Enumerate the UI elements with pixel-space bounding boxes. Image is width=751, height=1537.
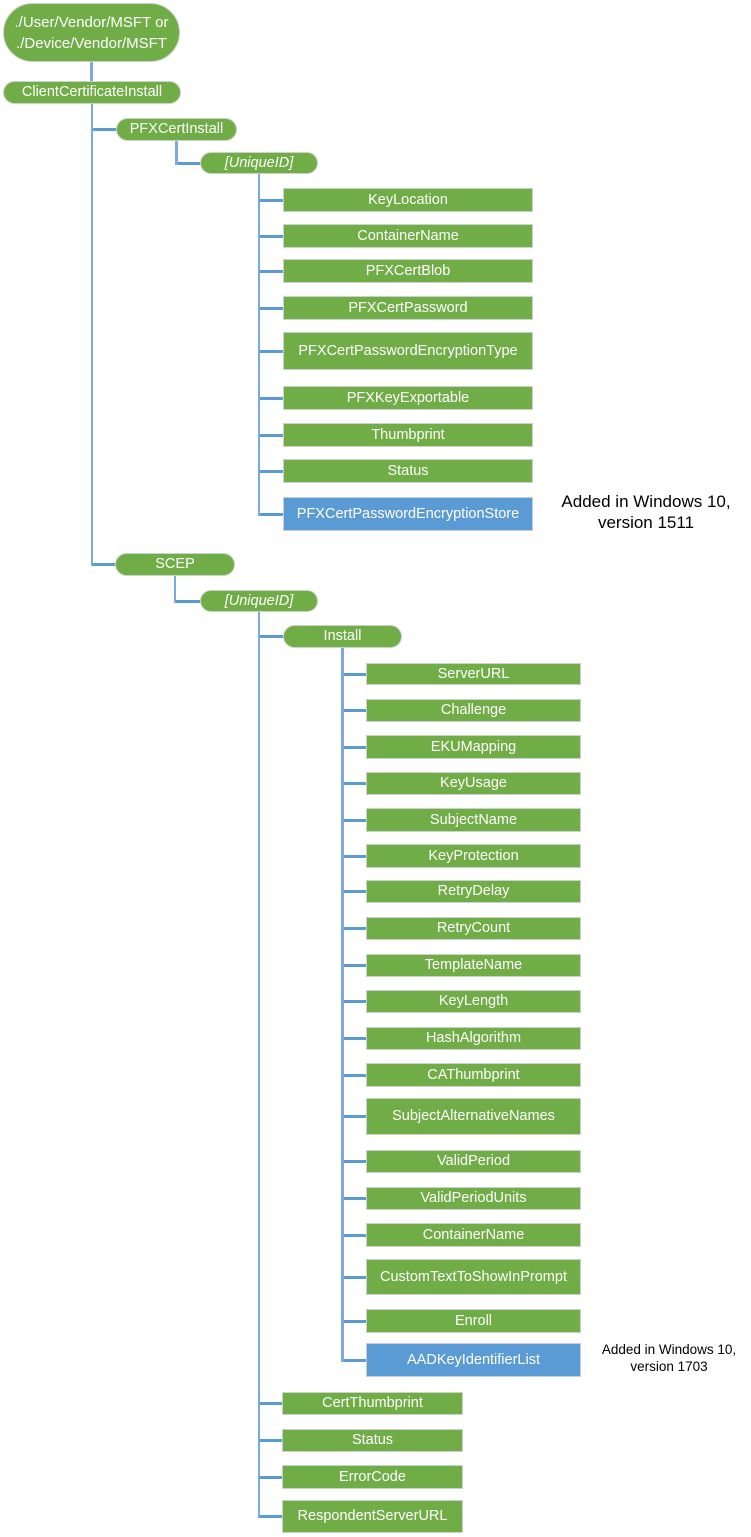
- connector-elbow: [341, 964, 367, 967]
- connector-elbow: [341, 1160, 367, 1163]
- tree-node-cathumbprint: CAThumbprint: [366, 1063, 581, 1087]
- tree-node-uniqueid1: [UniqueID]: [200, 152, 318, 174]
- connector-elbow: [341, 1073, 367, 1077]
- added-in-note-aadkeyidentifierlist: Added in Windows 10, version 1703: [601, 1342, 737, 1374]
- connector-elbow: [257, 234, 284, 238]
- tree-node-clientcertificateinstall: ClientCertificateInstall: [3, 81, 181, 104]
- tree-node-retrydelay: RetryDelay: [366, 880, 581, 903]
- connector-trunk: [90, 103, 94, 566]
- tree-node-pfxcertblob: PFXCertBlob: [283, 259, 533, 283]
- tree-node-uniqueid2: [UniqueID]: [200, 590, 318, 612]
- tree-node-pfxkeyexportable: PFXKeyExportable: [283, 386, 533, 410]
- tree-node-certthumbprint: CertThumbprint: [282, 1392, 463, 1415]
- tree-node-keyusage: KeyUsage: [366, 772, 581, 795]
- tree-node-pfxcertpassword: PFXCertPassword: [283, 296, 533, 320]
- connector-trunk: [341, 647, 344, 1362]
- tree-node-install: Install: [283, 625, 402, 648]
- tree-node-validperiodunits: ValidPeriodUnits: [366, 1187, 581, 1210]
- tree-node-subjectname: SubjectName: [366, 808, 581, 832]
- tree-node-keylocation: KeyLocation: [283, 188, 533, 212]
- connector-elbow: [257, 269, 284, 273]
- tree-node-status2: Status: [282, 1429, 463, 1452]
- connector-trunk: [175, 140, 178, 165]
- connector-elbow: [90, 563, 116, 566]
- connector-elbow: [341, 1000, 367, 1003]
- tree-node-serverurl: ServerURL: [366, 663, 581, 685]
- connector-elbow: [341, 1275, 367, 1279]
- connector-trunk: [173, 575, 177, 603]
- tree-node-ekumapping: EKUMapping: [366, 735, 581, 759]
- connector-elbow: [257, 1439, 283, 1442]
- tree-node-retrycount: RetryCount: [366, 917, 581, 940]
- connector-trunk: [90, 61, 93, 82]
- tree-node-challenge: Challenge: [366, 699, 581, 722]
- tree-node-templatename: TemplateName: [366, 954, 581, 977]
- tree-node-customtexttoshowinprompt: CustomTextToShowInPrompt: [366, 1259, 581, 1295]
- tree-node-respondentserverurl: RespondentServerURL: [282, 1500, 463, 1533]
- connector-elbow: [90, 128, 117, 131]
- connector-elbow: [341, 745, 367, 749]
- tree-node-containername1: ContainerName: [283, 224, 533, 248]
- tree-node-scep: SCEP: [115, 553, 235, 576]
- connector-elbow: [341, 709, 367, 712]
- connector-trunk: [257, 173, 261, 516]
- tree-node-hashalgorithm: HashAlgorithm: [366, 1027, 581, 1050]
- connector-elbow: [257, 1402, 283, 1405]
- connector-elbow: [341, 1233, 367, 1237]
- tree-node-containername2: ContainerName: [366, 1223, 581, 1247]
- tree-node-pfxcertinstall: PFXCertInstall: [116, 118, 237, 141]
- connector-elbow: [257, 433, 284, 437]
- connector-elbow: [175, 161, 201, 165]
- connector-elbow: [341, 782, 367, 785]
- tree-node-keylength: KeyLength: [366, 990, 581, 1013]
- tree-node-errorcode: ErrorCode: [282, 1465, 463, 1489]
- connector-elbow: [257, 306, 284, 310]
- tree-node-enroll: Enroll: [366, 1309, 581, 1333]
- connector-elbow: [257, 198, 284, 202]
- connector-elbow: [341, 890, 367, 893]
- tree-node-root: ./User/Vendor/MSFT or ./Device/Vendor/MS…: [3, 3, 180, 62]
- tree-node-validperiod: ValidPeriod: [366, 1150, 581, 1173]
- connector-elbow: [341, 818, 367, 822]
- tree-node-pfxcertpasswordencryptionstore: PFXCertPasswordEncryptionStore: [283, 497, 533, 531]
- connector-elbow: [341, 1358, 367, 1362]
- connector-elbow: [257, 1515, 283, 1518]
- tree-node-pfxcertpasswordencryptiontype: PFXCertPasswordEncryptionType: [283, 332, 533, 370]
- tree-node-aadkeyidentifierlist: AADKeyIdentifierList: [366, 1343, 581, 1377]
- connector-elbow: [341, 927, 367, 930]
- connector-elbow: [341, 1115, 367, 1118]
- connector-elbow: [341, 1319, 367, 1323]
- connector-elbow: [257, 349, 284, 353]
- connector-elbow: [257, 396, 284, 400]
- connector-elbow: [341, 672, 367, 676]
- connector-elbow: [257, 635, 284, 638]
- tree-node-thumbprint: Thumbprint: [283, 423, 533, 447]
- connector-trunk: [257, 611, 261, 1518]
- tree-node-keyprotection: KeyProtection: [366, 844, 581, 868]
- added-in-note-pfxcertpasswordencryptionstore: Added in Windows 10, version 1511: [561, 492, 731, 532]
- connector-elbow: [257, 512, 284, 516]
- connector-elbow: [173, 599, 201, 603]
- connector-elbow: [257, 469, 284, 473]
- connector-elbow: [257, 1475, 283, 1479]
- tree-node-subjectalternativenames: SubjectAlternativeNames: [366, 1098, 581, 1135]
- connector-elbow: [341, 1197, 367, 1200]
- connector-elbow: [341, 854, 367, 858]
- connector-elbow: [341, 1037, 367, 1040]
- tree-node-status1: Status: [283, 459, 533, 483]
